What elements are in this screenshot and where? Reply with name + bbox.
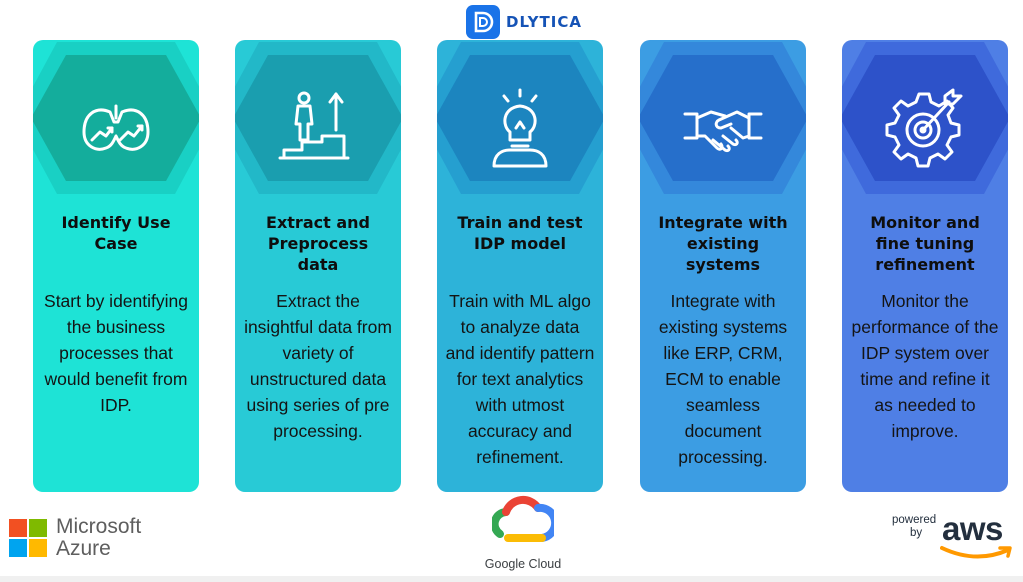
step-card-identify: Identify Use Case Start by identifying t… — [33, 40, 199, 492]
step-card-integrate: Integrate with existing systems Integrat… — [640, 40, 806, 492]
card-background — [842, 40, 1008, 492]
gear-target-icon — [885, 88, 963, 168]
google-cloud-logo: Google Cloud — [478, 494, 568, 571]
brand-header: DLYTICA — [466, 5, 582, 39]
brand-name: DLYTICA — [506, 13, 582, 31]
step-card-extract: Extract and Preprocess data Extract the … — [235, 40, 401, 492]
bottom-divider — [0, 576, 1023, 582]
card-description: Monitor the performance of the IDP syste… — [851, 291, 999, 441]
aws-wordmark: aws — [942, 510, 1003, 547]
card-title: Train and test IDP model — [457, 213, 583, 253]
card-title: Extract and Preprocess data — [266, 213, 370, 274]
card-description: Extract the insightful data from variety… — [244, 291, 392, 441]
step-card-train: Train and test IDP model Train with ML a… — [437, 40, 603, 492]
azure-label: Azure — [56, 537, 111, 560]
card-description: Train with ML algo to analyze data and i… — [445, 291, 595, 467]
person-steps-growth-icon — [278, 91, 350, 160]
google-cloud-icon — [490, 495, 560, 542]
card-background — [235, 40, 401, 492]
binoculars-chart-icon — [82, 104, 150, 151]
dlytica-logo-icon — [466, 5, 500, 39]
microsoft-windows-icon — [9, 519, 47, 557]
card-title: Monitor and fine tuning refinement — [870, 213, 980, 274]
card-title: Identify Use Case — [61, 213, 171, 253]
card-title: Integrate with existing systems — [658, 213, 788, 274]
aws-logo: powered by aws — [892, 510, 1020, 562]
handshake-icon — [683, 110, 763, 153]
card-description: Integrate with existing systems like ERP… — [658, 291, 788, 467]
card-background — [437, 40, 603, 492]
google-cloud-label: Google Cloud — [484, 557, 562, 571]
lightbulb-person-icon — [492, 88, 548, 168]
aws-smile-arrow-icon — [940, 546, 1012, 559]
powered-by-label: powered by — [892, 514, 937, 539]
microsoft-azure-logo: Microsoft Azure — [9, 516, 141, 560]
card-description: Start by identifying the business proces… — [44, 291, 188, 415]
step-card-monitor: Monitor and fine tuning refinement Monit… — [842, 40, 1008, 492]
microsoft-label: Microsoft — [56, 515, 142, 538]
card-background — [33, 40, 199, 492]
